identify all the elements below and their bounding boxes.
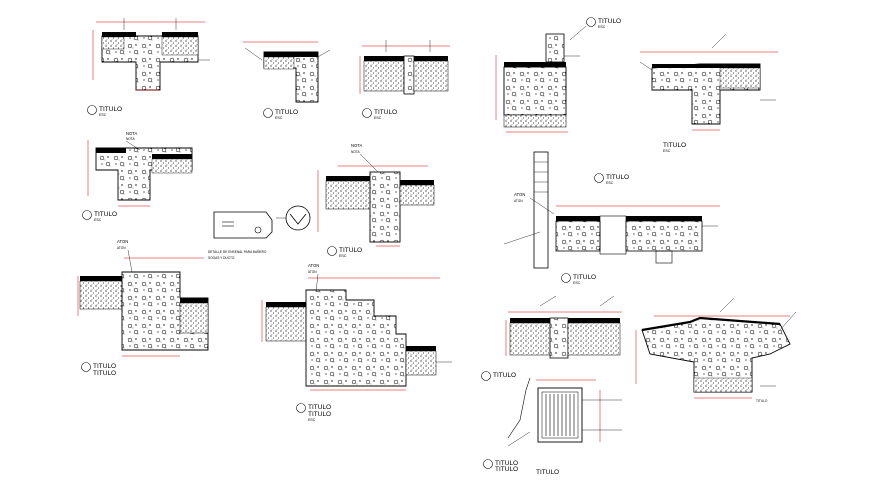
detail-d05: TITULO ESC	[639, 33, 778, 153]
detail-scale: ESC	[598, 25, 606, 29]
detail-d10: ATON ATON TITULO TITULO	[77, 239, 209, 377]
detail-caption: SOGAS Y DUCTO	[208, 256, 235, 260]
aton-label: ATON	[308, 263, 319, 268]
aton-label: ATON	[514, 199, 523, 203]
detail-title: TITULO	[663, 142, 686, 149]
detail-title: TITULO	[275, 109, 298, 116]
detail-scale: ESC	[275, 116, 283, 120]
detail-d11: ATON ATON TITULO TITULO ESC	[261, 263, 452, 422]
detail-marker-icon	[327, 246, 337, 256]
detail-marker-icon	[296, 403, 306, 413]
note-label: NOTA	[126, 131, 138, 136]
detail-scale: ESC	[663, 149, 671, 153]
aton-label: ATON	[117, 239, 128, 244]
detail-d06: NOTA NOTA TITULO ESC	[82, 131, 193, 222]
detail-bubble-icon	[285, 205, 311, 231]
detail-title: TITULO	[493, 372, 516, 379]
detail-title: TITULO	[94, 211, 117, 218]
detail-title: TITULO	[93, 363, 116, 370]
detail-title: TITULO	[339, 247, 362, 254]
note-label: NOTA	[351, 143, 363, 148]
detail-scale: ESC	[94, 218, 102, 222]
detail-marker-icon	[81, 362, 91, 372]
detail-title: TITULO	[606, 174, 629, 181]
detail-d01: TITULO ESC	[87, 18, 210, 117]
detail-title: TITULO	[93, 370, 116, 377]
detail-marker-icon	[481, 371, 491, 381]
detail-d02: TITULO ESC	[243, 41, 331, 120]
detail-scale: ESC	[606, 181, 614, 185]
detail-d04: TITULO ESC	[495, 17, 621, 133]
detail-scale: ESC	[374, 116, 382, 120]
detail-title: TITULO	[99, 106, 122, 113]
detail-marker-icon	[263, 108, 273, 118]
note-sub-label: NOTA	[351, 150, 360, 154]
detail-marker-icon	[594, 173, 604, 183]
detail-caption: DETALLE DE ENSENAL PARA BAÑERO	[208, 249, 267, 254]
detail-scale: ESC	[573, 281, 581, 285]
detail-title: TITULO	[308, 404, 331, 411]
detail-title: TITULO	[308, 411, 331, 418]
detail-d09: ATON ATON TITULO ESC TITULO ESC	[503, 151, 720, 285]
detail-d13: TITULO	[635, 297, 797, 403]
detail-title: TITULO	[573, 274, 596, 281]
detail-marker-icon	[362, 108, 372, 118]
detail-marker-icon	[483, 459, 493, 469]
detail-scale: ESC	[99, 113, 107, 117]
detail-title: TITULO	[598, 18, 621, 25]
detail-d14-grate: TITULO TITULO TITULO	[483, 377, 622, 476]
detail-title: TITULO	[495, 466, 518, 473]
detail-marker-icon	[561, 273, 571, 283]
detail-title: TITULO	[374, 109, 397, 116]
detail-marker-icon	[82, 210, 92, 220]
detail-d07-bench: DETALLE DE ENSENAL PARA BAÑERO SOGAS Y D…	[208, 205, 311, 260]
detail-title: TITULO	[756, 399, 768, 403]
detail-d08: NOTA NOTA TITULO ESC	[317, 143, 435, 258]
detail-marker-icon	[87, 105, 97, 115]
detail-d12: TITULO	[481, 295, 622, 381]
detail-marker-icon	[586, 17, 596, 27]
detail-title: TITULO	[495, 460, 518, 467]
detail-title: TITULO	[536, 469, 559, 476]
note-sub-label: NOTA	[126, 137, 135, 141]
detail-scale: ESC	[308, 418, 316, 422]
aton-label: ATON	[514, 192, 525, 197]
aton-label: ATON	[308, 270, 317, 274]
aton-label: ATON	[117, 246, 126, 250]
detail-scale: ESC	[339, 254, 347, 258]
detail-d03: TITULO ESC	[359, 40, 450, 120]
